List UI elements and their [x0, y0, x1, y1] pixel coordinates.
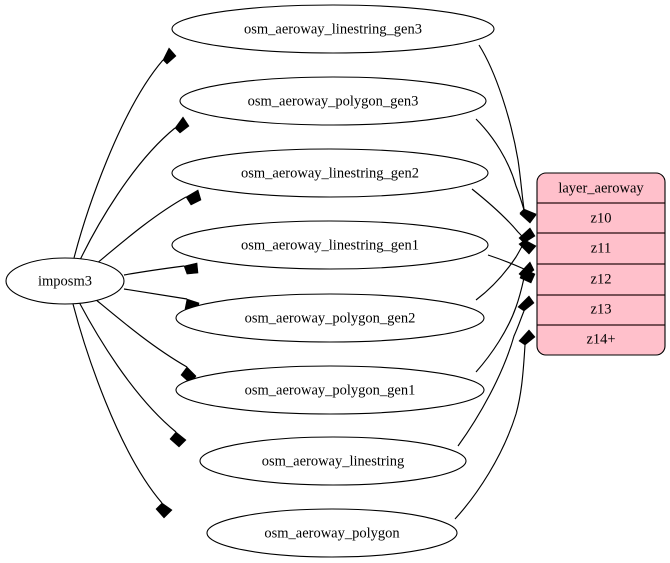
node-osm_aeroway_linestring-label: osm_aeroway_linestring: [262, 453, 405, 469]
node-osm_aeroway_linestring_gen3[interactable]: osm_aeroway_linestring_gen3: [171, 4, 495, 54]
layer_aeroway-row-z13-label: z13: [591, 301, 612, 317]
layer_aeroway-row-z14plus-label: z14+: [586, 331, 615, 347]
node-osm_aeroway_linestring_gen1-label: osm_aeroway_linestring_gen1: [241, 237, 419, 253]
node-osm_aeroway_polygon_gen1-label: osm_aeroway_polygon_gen1: [245, 382, 416, 398]
node-layer_aeroway[interactable]: layer_aeroway z10 z11 z12 z13 z14+: [536, 172, 666, 356]
node-osm_aeroway_polygon_gen2-label: osm_aeroway_polygon_gen2: [245, 310, 416, 326]
edge-imposm3-to-osm_aeroway_polygon_gen3: [79, 116, 190, 261]
edge-imposm3-to-osm_aeroway_polygon: [72, 303, 173, 519]
edge-osm_aeroway_linestring_gen3-to-z10: [478, 44, 537, 223]
node-imposm3-label: imposm3: [38, 273, 92, 289]
node-imposm3[interactable]: imposm3: [5, 257, 125, 305]
layer_aeroway-row-z10-label: z10: [591, 210, 612, 226]
edge-osm_aeroway_polygon_gen1-to-z12: [475, 261, 535, 373]
node-osm_aeroway_linestring_gen2[interactable]: osm_aeroway_linestring_gen2: [171, 148, 489, 198]
edge-imposm3-to-osm_aeroway_linestring_gen3: [73, 47, 177, 259]
edge-group-tables-to-layer: [454, 44, 537, 520]
layer_aeroway-header-label: layer_aeroway: [558, 180, 644, 196]
node-osm_aeroway_polygon_gen2[interactable]: osm_aeroway_polygon_gen2: [175, 293, 485, 343]
layer_aeroway-row-z11-label: z11: [591, 240, 611, 256]
node-osm_aeroway_polygon[interactable]: osm_aeroway_polygon: [206, 508, 458, 558]
node-osm_aeroway_polygon_gen3-label: osm_aeroway_polygon_gen3: [248, 93, 419, 109]
edge-osm_aeroway_polygon_gen2-to-z11: [475, 227, 536, 301]
edge-imposm3-to-osm_aeroway_linestring: [78, 301, 187, 448]
node-osm_aeroway_polygon_gen1[interactable]: osm_aeroway_polygon_gen1: [175, 365, 485, 415]
layer_aeroway-row-z12-label: z12: [591, 271, 612, 287]
node-osm_aeroway_linestring[interactable]: osm_aeroway_linestring: [199, 436, 467, 486]
edge-osm_aeroway_linestring-to-z13: [457, 295, 535, 447]
edge-osm_aeroway_polygon_gen3-to-z10: [475, 118, 537, 224]
node-osm_aeroway_linestring_gen2-label: osm_aeroway_linestring_gen2: [241, 165, 419, 181]
edge-imposm3-to-osm_aeroway_linestring_gen2: [95, 189, 202, 265]
node-osm_aeroway_linestring_gen3-label: osm_aeroway_linestring_gen3: [244, 21, 422, 37]
node-osm_aeroway_linestring_gen1[interactable]: osm_aeroway_linestring_gen1: [171, 220, 489, 270]
edge-osm_aeroway_polygon-to-z14plus: [454, 329, 536, 520]
edge-group-source-to-tables: [72, 47, 202, 519]
node-osm_aeroway_polygon-label: osm_aeroway_polygon: [264, 525, 400, 541]
edge-imposm3-to-osm_aeroway_linestring_gen1: [123, 262, 199, 276]
node-osm_aeroway_polygon_gen3[interactable]: osm_aeroway_polygon_gen3: [179, 76, 487, 126]
